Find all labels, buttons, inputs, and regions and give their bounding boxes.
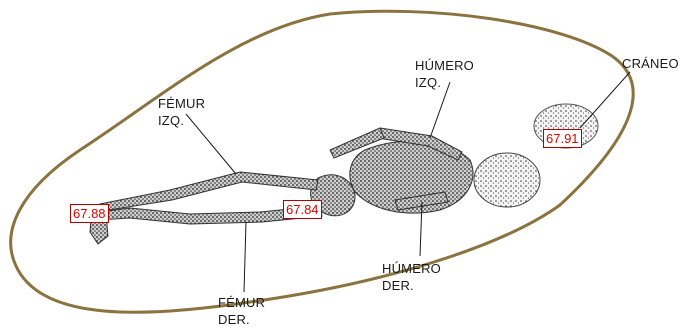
label-humero-izq: HÚMERO IZQ.	[415, 57, 474, 91]
measurement-craneo: 67.91	[543, 129, 582, 148]
label-humero-izq-line2: IZQ.	[415, 74, 474, 91]
skeleton-skull	[474, 153, 540, 207]
leader-craneo	[580, 72, 630, 128]
label-humero-izq-line1: HÚMERO	[415, 57, 474, 74]
label-humero-der-line1: HÚMERO	[382, 260, 441, 277]
leader-femur-der	[244, 222, 246, 292]
label-femur-der-line2: DER.	[218, 311, 265, 328]
label-femur-izq-line2: IZQ.	[158, 112, 205, 129]
measurement-femur-izq: 67.88	[70, 204, 109, 223]
label-humero-der: HÚMERO DER.	[382, 260, 441, 294]
label-femur-der: FÉMUR DER.	[218, 294, 265, 328]
label-craneo: CRÁNEO	[622, 55, 679, 72]
label-femur-izq-line1: FÉMUR	[158, 95, 205, 112]
burial-pit-outline	[11, 11, 633, 312]
label-femur-izq: FÉMUR IZQ.	[158, 95, 205, 129]
measurement-femur-der: 67.84	[283, 200, 322, 219]
label-femur-der-line1: FÉMUR	[218, 294, 265, 311]
label-humero-der-line2: DER.	[382, 277, 441, 294]
